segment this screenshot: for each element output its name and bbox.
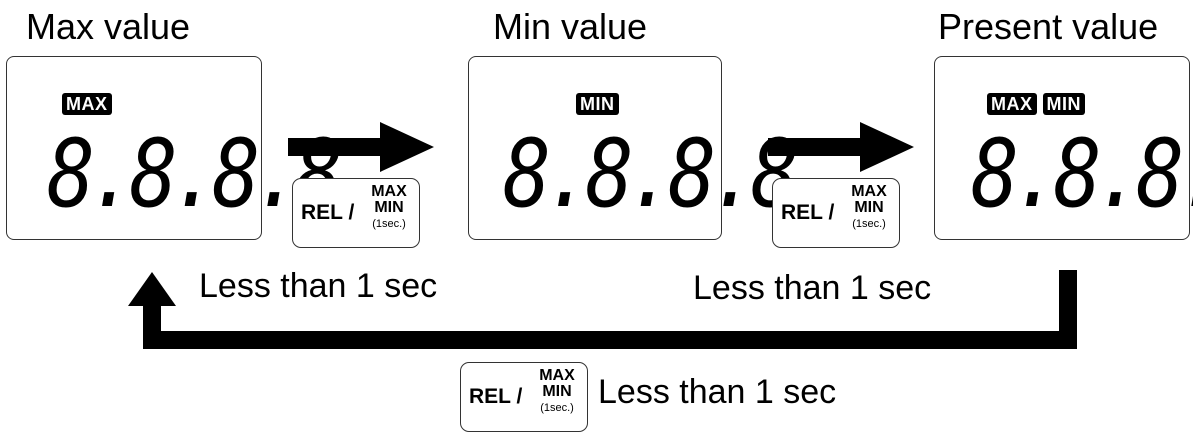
rel-label: REL /	[469, 385, 523, 408]
max-min-label: MAX MIN (1sec.)	[364, 183, 414, 231]
min-label: MIN	[374, 199, 404, 216]
rel-max-min-button[interactable]: REL / MAX MIN (1sec.)	[772, 178, 900, 248]
max-indicator: MAX	[987, 93, 1037, 115]
hold-time-label: (1sec.)	[372, 218, 406, 230]
max-indicator: MAX	[62, 93, 112, 115]
rel-max-min-button[interactable]: REL / MAX MIN (1sec.)	[460, 362, 588, 432]
min-display-digits: 8.8.8.8	[503, 120, 799, 229]
transition-note: Less than 1 sec	[199, 267, 438, 305]
rel-label: REL /	[781, 201, 835, 224]
min-indicator: MIN	[576, 93, 619, 115]
arrow-right-icon	[768, 122, 914, 172]
max-display-panel: MAX 8.8.8.8	[6, 56, 343, 240]
max-label: MAX	[851, 183, 887, 200]
min-indicator-group: MIN	[576, 93, 619, 115]
present-display-digits: 8.8.8.8	[971, 120, 1193, 229]
min-display-panel: MIN 8.8.8.8	[468, 56, 799, 240]
max-label: MAX	[539, 367, 575, 384]
max-min-label: MAX MIN (1sec.)	[532, 367, 582, 415]
present-display-panel: MAX MIN 8.8.8.8	[934, 56, 1193, 240]
present-value-title: Present value	[938, 6, 1159, 47]
rel-max-min-button[interactable]: REL / MAX MIN (1sec.)	[292, 178, 420, 248]
min-indicator: MIN	[1042, 93, 1085, 115]
arrow-right-icon	[288, 122, 434, 172]
min-value-title: Min value	[493, 6, 648, 47]
present-indicator-group: MAX MIN	[987, 93, 1085, 115]
min-label: MIN	[854, 199, 884, 216]
transition-note: Less than 1 sec	[693, 269, 932, 307]
rel-label: REL /	[301, 201, 355, 224]
max-label: MAX	[371, 183, 407, 200]
max-value-title: Max value	[26, 6, 191, 47]
max-min-label: MAX MIN (1sec.)	[844, 183, 894, 231]
hold-time-label: (1sec.)	[852, 218, 886, 230]
hold-time-label: (1sec.)	[540, 402, 574, 414]
max-indicator-group: MAX	[62, 93, 112, 115]
min-label: MIN	[542, 383, 572, 400]
loop-note: Less than 1 sec	[598, 373, 837, 411]
